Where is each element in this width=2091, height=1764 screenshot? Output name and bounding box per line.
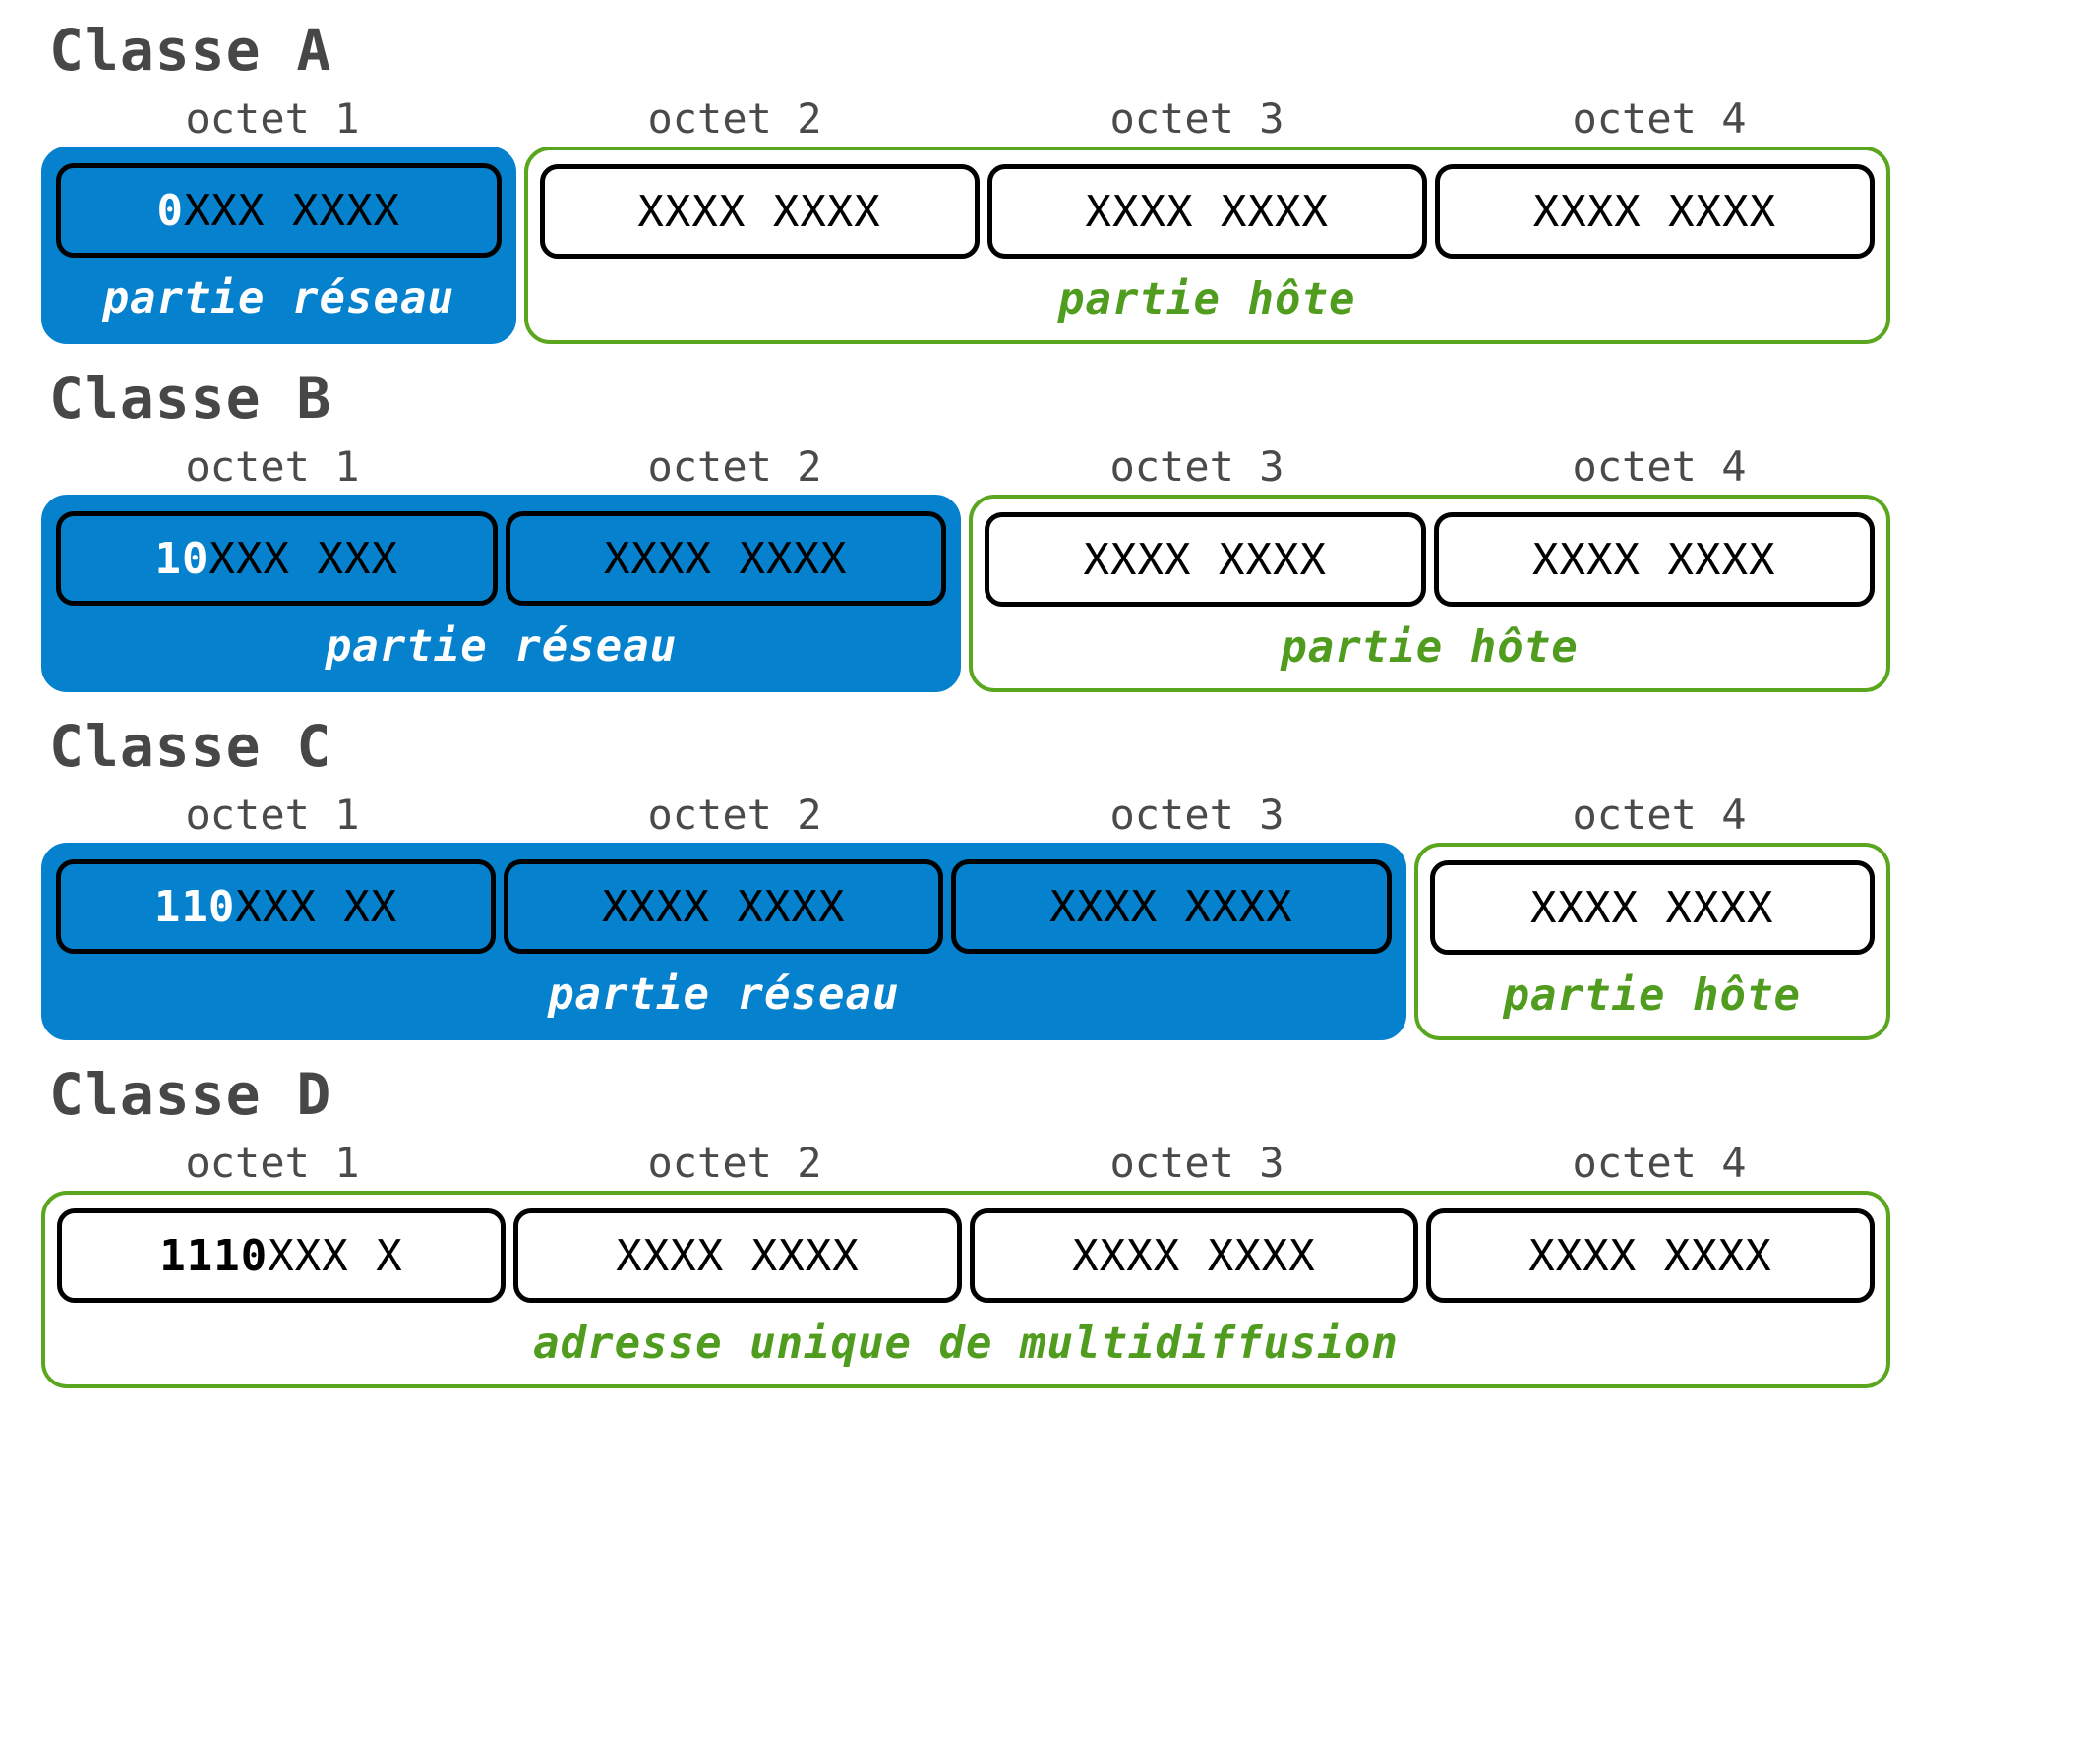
octet-row-host-b: XXXX XXXX XXXX XXXX [985, 512, 1875, 607]
multicast-region-label-d: adresse unique de multidiffusion [533, 1319, 1399, 1369]
class-block-b: Classe B octet 1 octet 2 octet 3 octet 4… [0, 370, 2091, 692]
octet-header-1: octet 1 [185, 94, 360, 143]
network-region-label-b: partie réseau [325, 621, 678, 672]
octet-row-multicast-d: 1110XXX X XXXX XXXX XXXX XXXX XXXX XXXX [57, 1208, 1875, 1303]
octet-box: XXXX XXXX [539, 164, 980, 259]
octet-row-host-a: XXXX XXXX XXXX XXXX XXXX XXXX [539, 164, 1876, 259]
page-title-class-b: Classe B [49, 365, 332, 432]
octet-bits: 1110XXX X [159, 1231, 402, 1281]
octet-box: XXXX XXXX [505, 511, 946, 606]
regions-b: 10XXX XXX XXXX XXXX partie réseau XXXX X… [41, 495, 1890, 692]
octet-box: XXXX XXXX [951, 859, 1392, 954]
octet-bits: 110XXX XX [154, 882, 397, 932]
page-title-class-d: Classe D [49, 1061, 332, 1128]
octet-bits: XXXX XXXX [616, 1230, 860, 1281]
octet-header-1: octet 1 [185, 442, 360, 491]
octet-box: 10XXX XXX [56, 511, 498, 606]
octet-bits: XXXX XXXX [1085, 186, 1329, 237]
multicast-region-d: 1110XXX X XXXX XXXX XXXX XXXX XXXX XXXX … [41, 1191, 1890, 1388]
octet-box: 0XXX XXXX [56, 163, 502, 258]
octet-bits: XXXX XXXX [1532, 534, 1776, 585]
octet-headers-a: octet 1 octet 2 octet 3 octet 4 [41, 94, 1890, 143]
octet-bit-prefix: 1110 [159, 1230, 269, 1281]
host-region-label-c: partie hôte [1503, 970, 1801, 1021]
octet-bits: XXXX XXXX [602, 881, 846, 932]
octet-row-network-a: 0XXX XXXX [56, 163, 502, 258]
octet-header-2: octet 2 [647, 94, 822, 143]
octet-box: XXXX XXXX [504, 859, 944, 954]
octet-header-2: octet 2 [647, 442, 822, 491]
octet-headers-c: octet 1 octet 2 octet 3 octet 4 [41, 791, 1890, 839]
octet-bit-rest: XXX X [268, 1230, 403, 1281]
octet-bits: XXXX XXXX [1072, 1230, 1316, 1281]
octet-header-1: octet 1 [185, 791, 360, 839]
octet-bit-prefix: 110 [153, 881, 236, 932]
octet-box: XXXX XXXX [986, 164, 1427, 259]
octet-box: XXXX XXXX [513, 1208, 962, 1303]
host-region-b: XXXX XXXX XXXX XXXX partie hôte [969, 495, 1890, 692]
octet-header-2: octet 2 [647, 1139, 822, 1187]
octet-headers-d: octet 1 octet 2 octet 3 octet 4 [41, 1139, 1890, 1187]
class-block-a: Classe A octet 1 octet 2 octet 3 octet 4… [0, 22, 2091, 344]
octet-header-4: octet 4 [1572, 94, 1747, 143]
octet-bit-rest: XXX XX [235, 881, 398, 932]
octet-row-network-b: 10XXX XXX XXXX XXXX [56, 511, 946, 606]
octet-box: XXXX XXXX [1426, 1208, 1875, 1303]
host-region-c: XXXX XXXX partie hôte [1413, 843, 1890, 1040]
network-region-label-c: partie réseau [548, 970, 900, 1020]
network-region-b: 10XXX XXX XXXX XXXX partie réseau [41, 495, 961, 692]
octet-row-host-c: XXXX XXXX [1429, 860, 1875, 955]
octet-header-3: octet 3 [1109, 94, 1284, 143]
regions-c: 110XXX XX XXXX XXXX XXXX XXXX partie rés… [41, 843, 1890, 1040]
octet-box: XXXX XXXX [1433, 512, 1875, 607]
octet-bits: 10XXX XXX [155, 534, 398, 584]
octet-header-2: octet 2 [647, 791, 822, 839]
network-region-a: 0XXX XXXX partie réseau [41, 147, 516, 344]
network-region-label-a: partie réseau [102, 273, 454, 323]
octet-header-3: octet 3 [1109, 791, 1284, 839]
octet-box: 110XXX XX [56, 859, 497, 954]
octet-bits: XXXX XXXX [1530, 882, 1774, 933]
octet-bit-rest: XXX XXXX [184, 185, 400, 236]
octet-header-4: octet 4 [1572, 791, 1747, 839]
octet-box: XXXX XXXX [1429, 860, 1875, 955]
octet-header-4: octet 4 [1572, 1139, 1747, 1187]
octet-bits: 0XXX XXXX [157, 186, 400, 236]
class-block-d: Classe D octet 1 octet 2 octet 3 octet 4… [0, 1066, 2091, 1388]
octet-header-4: octet 4 [1572, 442, 1747, 491]
octet-box: XXXX XXXX [1434, 164, 1876, 259]
octet-bit-prefix: 0 [156, 185, 185, 236]
octet-bits: XXXX XXXX [1083, 534, 1327, 585]
octet-header-1: octet 1 [185, 1139, 360, 1187]
network-region-c: 110XXX XX XXXX XXXX XXXX XXXX partie rés… [41, 843, 1406, 1040]
octet-box: 1110XXX X [57, 1208, 506, 1303]
host-region-label-a: partie hôte [1058, 274, 1356, 324]
octet-header-3: octet 3 [1109, 442, 1284, 491]
page-title-class-c: Classe C [49, 713, 332, 780]
octet-header-3: octet 3 [1109, 1139, 1284, 1187]
page-title-class-a: Classe A [49, 17, 332, 84]
octet-bit-prefix: 10 [154, 533, 209, 584]
octet-row-network-c: 110XXX XX XXXX XXXX XXXX XXXX [56, 859, 1392, 954]
class-block-c: Classe C octet 1 octet 2 octet 3 octet 4… [0, 718, 2091, 1040]
octet-bits: XXXX XXXX [604, 533, 848, 584]
regions-d: 1110XXX X XXXX XXXX XXXX XXXX XXXX XXXX … [41, 1191, 1890, 1388]
octet-box: XXXX XXXX [985, 512, 1426, 607]
regions-a: 0XXX XXXX partie réseau XXXX XXXX XXXX X… [41, 147, 1890, 344]
host-region-label-b: partie hôte [1281, 622, 1579, 673]
octet-bit-rest: XXX XXX [209, 533, 398, 584]
octet-bits: XXXX XXXX [637, 186, 881, 237]
octet-bits: XXXX XXXX [1049, 881, 1293, 932]
octet-bits: XXXX XXXX [1528, 1230, 1772, 1281]
octet-headers-b: octet 1 octet 2 octet 3 octet 4 [41, 442, 1890, 491]
ip-class-diagram: Classe A octet 1 octet 2 octet 3 octet 4… [0, 22, 2091, 1764]
octet-bits: XXXX XXXX [1532, 186, 1777, 237]
octet-box: XXXX XXXX [970, 1208, 1418, 1303]
host-region-a: XXXX XXXX XXXX XXXX XXXX XXXX partie hôt… [523, 147, 1890, 344]
